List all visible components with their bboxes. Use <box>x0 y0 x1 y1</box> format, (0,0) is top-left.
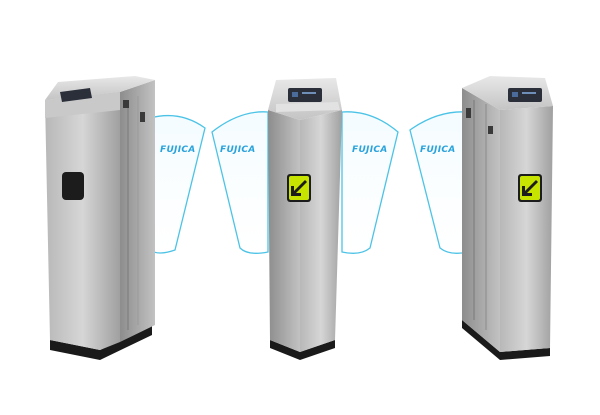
wing-brand-label: FUJICA <box>420 145 456 155</box>
wing-right-outer: FUJICA <box>409 111 469 254</box>
wing-left-outer: FUJICA <box>149 114 206 254</box>
turnstile-unit-left <box>45 76 155 360</box>
green-arrow-indicator <box>287 174 311 202</box>
card-reader-display <box>508 88 542 102</box>
wing-center-right: FUJICA <box>341 111 399 254</box>
wing-center-left: FUJICA <box>211 111 269 254</box>
wing-brand-label: FUJICA <box>352 145 388 155</box>
wing-brand-label: FUJICA <box>220 145 256 155</box>
card-reader-slot <box>60 88 92 102</box>
card-reader-display <box>288 88 322 102</box>
stop-indicator <box>62 172 84 200</box>
turnstile-unit-right <box>462 76 553 360</box>
green-arrow-indicator <box>518 174 542 202</box>
turnstile-unit-center <box>268 78 342 360</box>
wing-brand-label: FUJICA <box>160 145 196 155</box>
